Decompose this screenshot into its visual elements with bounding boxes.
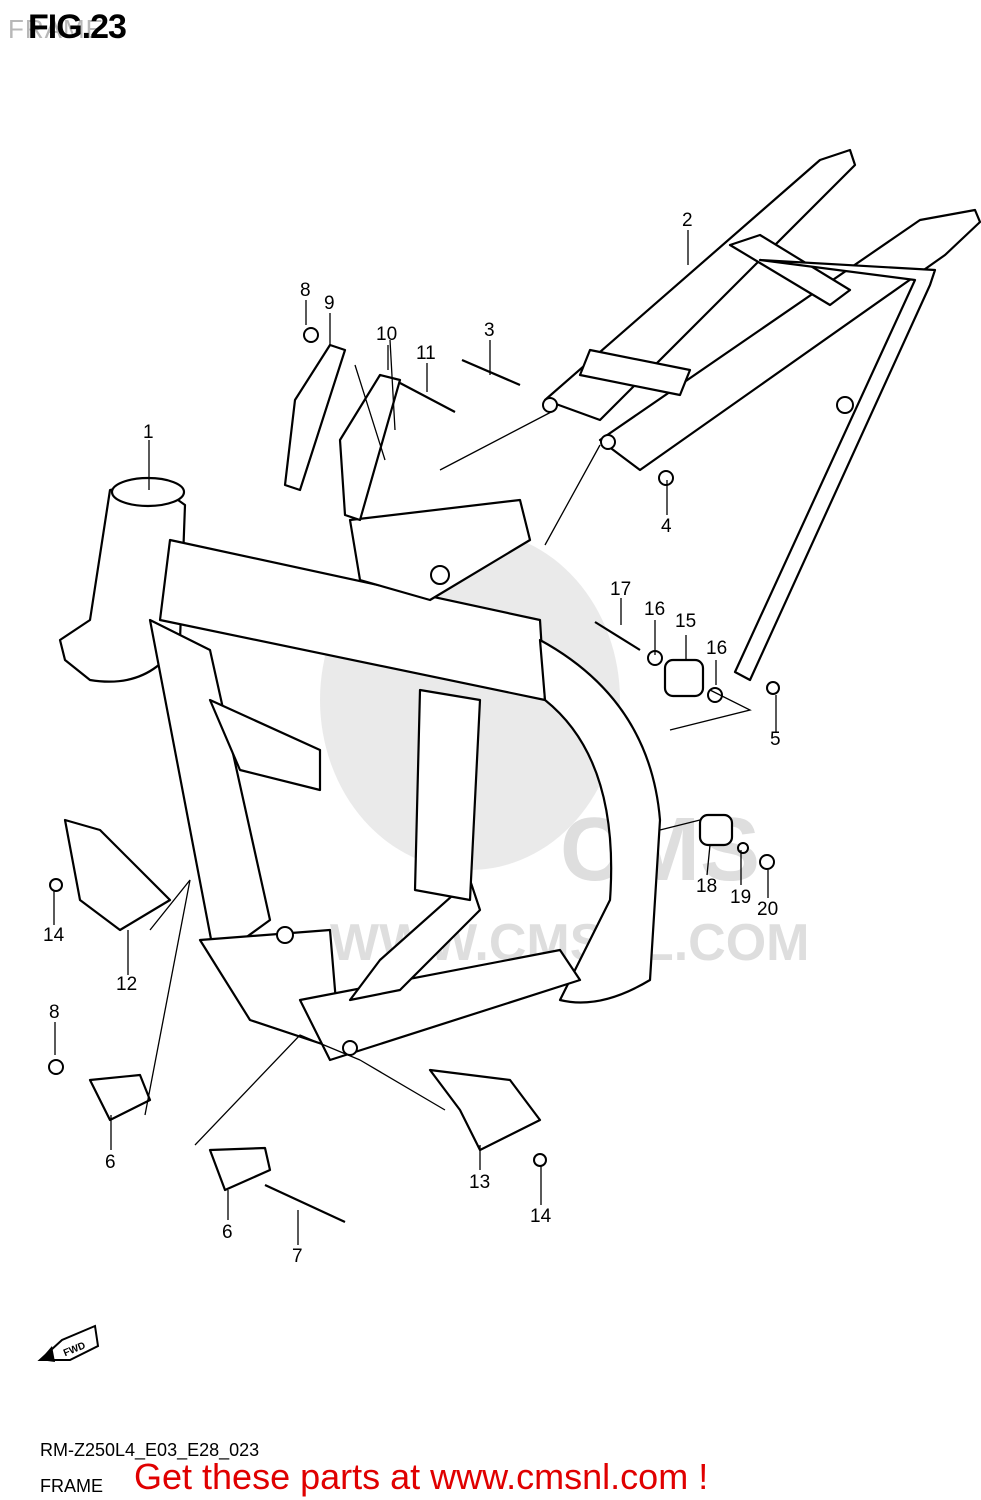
callout-19: 19 (730, 887, 751, 908)
callout-8-top: 8 (300, 280, 311, 301)
callout-15: 15 (675, 611, 696, 632)
callout-14-right: 14 (530, 1206, 552, 1227)
callout-leaders (53, 230, 777, 1245)
callout-16-a: 16 (644, 599, 665, 620)
callout-2: 2 (682, 210, 693, 231)
engine-mount-brackets (48, 327, 780, 1223)
callout-labels: 1 2 3 4 5 6 6 7 8 8 9 10 11 12 13 14 14 … (43, 210, 781, 1267)
diagram-code: RM-Z250L4_E03_E28_023 (40, 1440, 260, 1460)
callout-13: 13 (469, 1172, 490, 1193)
callout-1: 1 (143, 422, 154, 443)
callout-6-lower: 6 (222, 1222, 233, 1243)
callout-14-left: 14 (43, 925, 65, 946)
callout-4: 4 (661, 516, 672, 537)
rear-subframe (542, 148, 981, 682)
callout-8-left: 8 (49, 1002, 60, 1023)
callout-12: 12 (116, 974, 137, 995)
diagram-title: FRAME (40, 1476, 103, 1496)
callout-3: 3 (484, 320, 495, 341)
callout-5: 5 (770, 729, 781, 750)
section-title-ghost: FRAME (8, 14, 104, 44)
callout-10: 10 (376, 324, 397, 345)
assembly-lines (144, 339, 752, 1146)
callout-20: 20 (757, 899, 778, 920)
callout-18: 18 (696, 876, 717, 897)
callout-17: 17 (610, 579, 631, 600)
figure-label: FIG.23 (28, 8, 127, 46)
fwd-arrow-icon: FWD (37, 1324, 100, 1362)
main-frame (58, 476, 662, 1062)
callout-7: 7 (292, 1246, 303, 1267)
callout-6-left: 6 (105, 1152, 116, 1173)
callout-9: 9 (324, 293, 335, 314)
callout-11: 11 (416, 343, 436, 364)
callout-16-b: 16 (706, 638, 727, 659)
promo-link[interactable]: Get these parts at www.cmsnl.com ! (134, 1456, 709, 1497)
